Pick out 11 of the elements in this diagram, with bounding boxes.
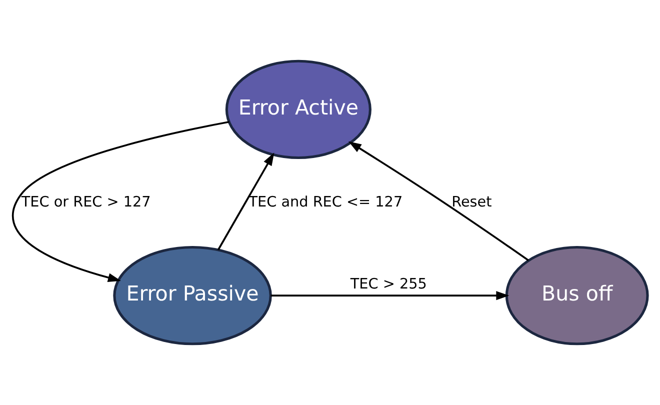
edge-label: TEC or REC > 127 (21, 194, 151, 210)
arrow (217, 152, 274, 250)
edge-label: TEC > 255 (350, 276, 427, 293)
arrow (270, 291, 510, 300)
node-ellipse: Error Passive (113, 246, 272, 346)
node-ellipse: Error Active (225, 60, 372, 160)
arrow (348, 141, 529, 262)
arrow (12, 120, 230, 282)
node-ellipse: Bus off (505, 246, 649, 346)
edge-label: Reset (452, 194, 492, 210)
edge-label: TEC and REC <= 127 (248, 194, 403, 210)
